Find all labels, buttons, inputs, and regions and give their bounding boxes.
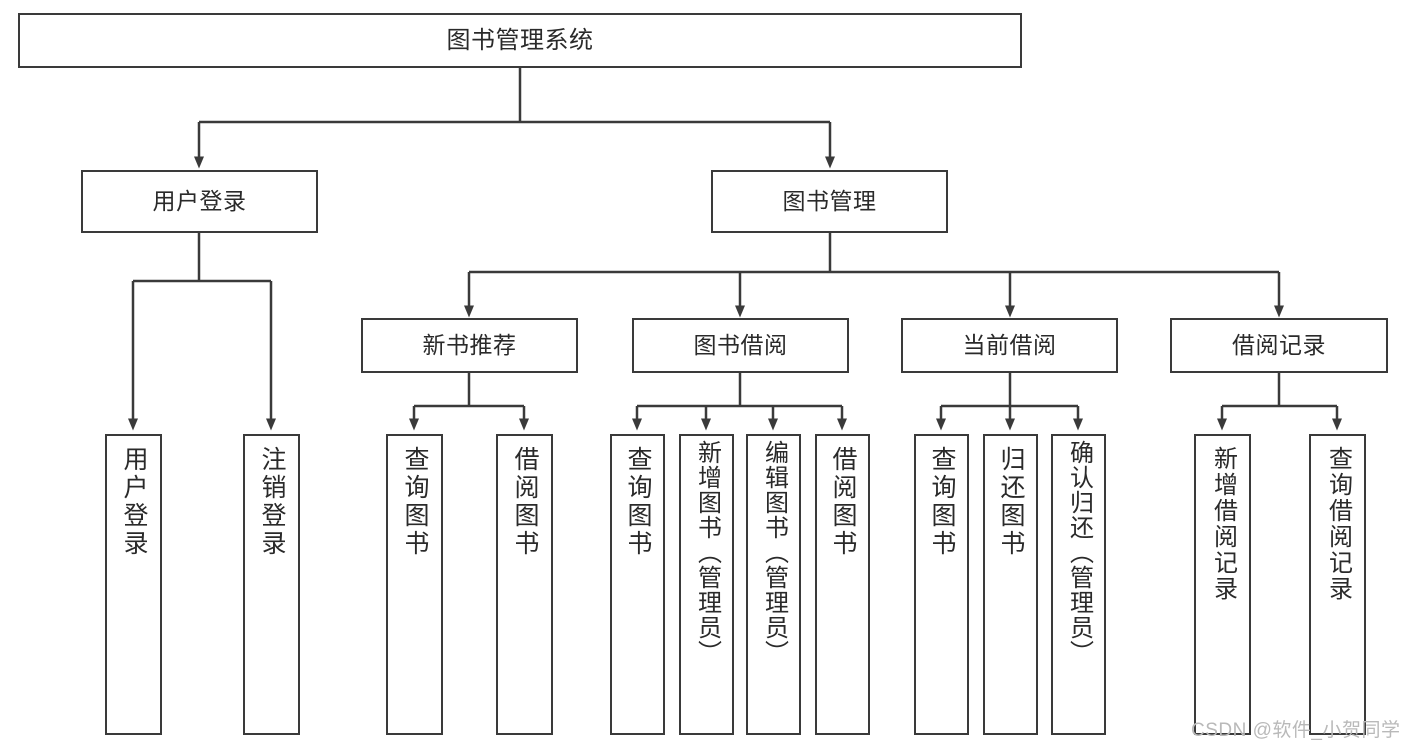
node-book-management[interactable]: 图书管理 [711,170,948,233]
node-label: 用户登录 [120,446,148,558]
node-label: 借阅图书 [829,446,857,558]
leaf-query-borrow-record[interactable]: 查询借阅记录 [1309,434,1366,735]
node-root-library-system[interactable]: 图书管理系统 [18,13,1022,68]
node-label: 用户登录 [152,188,247,215]
node-book-borrow[interactable]: 图书借阅 [632,318,849,373]
leaf-add-book-admin[interactable]: 新增图书（管理员） [679,434,734,735]
node-label: 归还图书 [997,446,1025,558]
node-borrow-record[interactable]: 借阅记录 [1170,318,1388,373]
leaf-return-book[interactable]: 归还图书 [983,434,1038,735]
node-label: 图书管理 [782,188,877,215]
node-current-borrow[interactable]: 当前借阅 [901,318,1118,373]
node-new-book-recommend[interactable]: 新书推荐 [361,318,578,373]
leaf-add-borrow-record[interactable]: 新增借阅记录 [1194,434,1251,735]
node-label: 借阅记录 [1232,332,1326,359]
leaf-logout[interactable]: 注销登录 [243,434,300,735]
node-label: 确认归还（管理员） [1065,440,1093,665]
node-label: 查询图书 [624,446,652,558]
node-label: 新增图书（管理员） [693,440,721,665]
node-user-login[interactable]: 用户登录 [81,170,318,233]
leaf-borrow-book[interactable]: 借阅图书 [815,434,870,735]
node-label: 图书借阅 [693,332,788,359]
leaf-user-login[interactable]: 用户登录 [105,434,162,735]
leaf-query-book-current[interactable]: 查询图书 [914,434,969,735]
node-label: 注销登录 [258,446,286,558]
node-label: 借阅图书 [511,446,539,558]
node-label: 新增借阅记录 [1209,446,1237,602]
leaf-query-book-recommend[interactable]: 查询图书 [386,434,443,735]
node-label: 查询图书 [401,446,429,558]
node-label: 查询图书 [928,446,956,558]
leaf-confirm-return-admin[interactable]: 确认归还（管理员） [1051,434,1106,735]
node-label: 查询借阅记录 [1324,446,1352,602]
node-label: 新书推荐 [422,332,517,359]
csdn-watermark: CSDN @软件_小贺同学 [1191,720,1401,741]
leaf-query-book-borrow[interactable]: 查询图书 [610,434,665,735]
node-label: 当前借阅 [962,332,1057,359]
leaf-edit-book-admin[interactable]: 编辑图书（管理员） [746,434,801,735]
node-label: 图书管理系统 [446,26,594,54]
node-label: 编辑图书（管理员） [760,440,788,665]
leaf-borrow-book-recommend[interactable]: 借阅图书 [496,434,553,735]
